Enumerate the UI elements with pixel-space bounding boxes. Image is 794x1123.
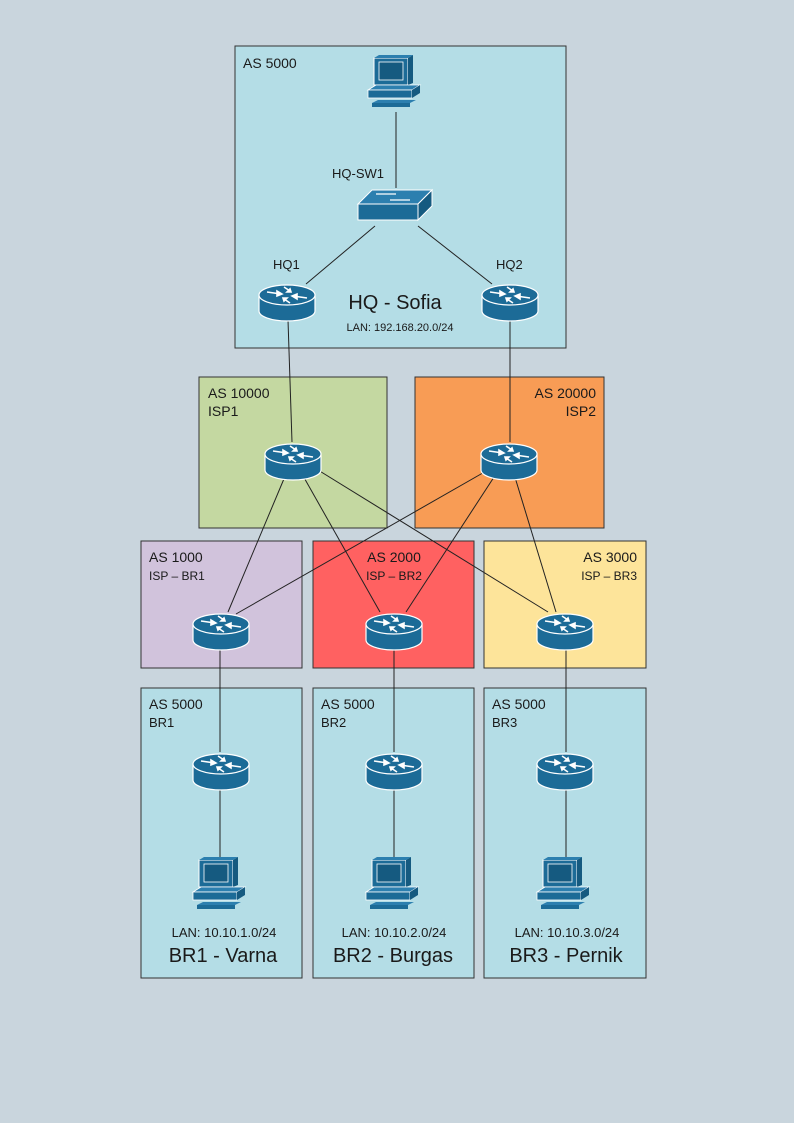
br1-lan-label: LAN: 10.10.1.0/24	[172, 925, 277, 940]
link-isp2-ispbr3	[513, 473, 557, 613]
br3-lan-label: LAN: 10.10.3.0/24	[515, 925, 620, 940]
hq-title: HQ - Sofia	[348, 292, 442, 314]
hq-as-label: AS 5000	[243, 55, 297, 71]
isp-br3-as-label: AS 3000	[583, 549, 637, 565]
br2-name: BR2	[321, 715, 346, 730]
br3-as-label: AS 5000	[492, 696, 546, 712]
br1-as-label: AS 5000	[149, 696, 203, 712]
isp-br3-router-icon[interactable]	[536, 613, 594, 651]
br2-lan-label: LAN: 10.10.2.0/24	[342, 925, 447, 940]
isp-br3-name: ISP – BR3	[581, 569, 637, 583]
br3-title: BR3 - Pernik	[509, 945, 623, 967]
links	[219, 112, 567, 858]
link-switch-hq1	[305, 225, 376, 285]
br1-router-icon[interactable]	[192, 753, 250, 791]
hq-lan-label: LAN: 192.168.20.0/24	[346, 322, 453, 334]
link-isp1-ispbr3	[317, 469, 549, 613]
isp-br2-router-icon[interactable]	[365, 613, 423, 651]
hq2-router-icon[interactable]	[481, 284, 539, 322]
hq-sw1-label: HQ-SW1	[332, 166, 384, 181]
br3-zone-box	[483, 687, 647, 979]
hq-sw1-switch-icon[interactable]	[357, 189, 433, 221]
br3-router-icon[interactable]	[536, 753, 594, 791]
br2-as-label: AS 5000	[321, 696, 375, 712]
isp-br1-name: ISP – BR1	[149, 569, 205, 583]
hq1-router-icon[interactable]	[258, 284, 316, 322]
link-switch-hq2	[417, 225, 493, 285]
hq2-label: HQ2	[496, 257, 523, 272]
link-isp2-ispbr2	[405, 473, 497, 613]
br1-name: BR1	[149, 715, 174, 730]
isp2-as-label: AS 20000	[535, 385, 597, 401]
br2-title: BR2 - Burgas	[333, 945, 453, 967]
br2-router-icon[interactable]	[365, 753, 423, 791]
isp-br1-router-icon[interactable]	[192, 613, 250, 651]
br3-name: BR3	[492, 715, 517, 730]
br1-zone-box	[140, 687, 303, 979]
isp-br2-as-label: AS 2000	[367, 549, 421, 565]
isp1-as-label: AS 10000	[208, 385, 270, 401]
link-isp1-ispbr1	[227, 473, 287, 613]
link-isp2-ispbr1	[235, 469, 489, 615]
isp1-router-icon[interactable]	[264, 443, 322, 481]
isp-br1-as-label: AS 1000	[149, 549, 203, 565]
hq1-label: HQ1	[273, 257, 300, 272]
br1-title: BR1 - Varna	[169, 945, 278, 967]
isp1-name: ISP1	[208, 403, 239, 419]
isp2-router-icon[interactable]	[480, 443, 538, 481]
isp-br2-name: ISP – BR2	[366, 569, 422, 583]
link-hq1-isp1	[287, 319, 293, 443]
link-isp1-ispbr2	[301, 473, 381, 613]
isp2-name: ISP2	[566, 403, 597, 419]
